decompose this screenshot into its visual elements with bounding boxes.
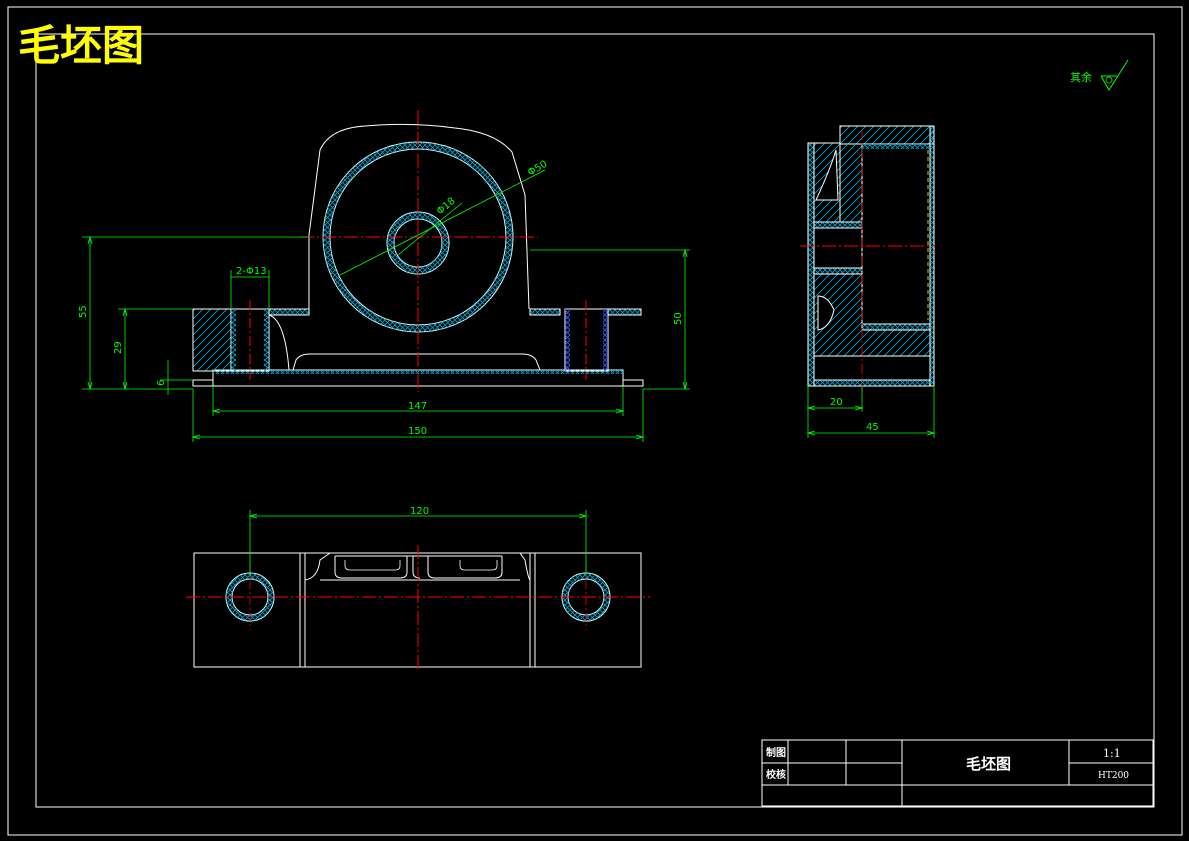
title-block-text: 制图 校核 毛坯图 1:1 HT200	[766, 746, 1129, 781]
svg-text:20: 20	[830, 397, 843, 408]
side-dimensions	[806, 386, 936, 438]
svg-text:29: 29	[113, 341, 124, 354]
surface-finish-symbol: 其余	[1070, 59, 1129, 91]
front-dimension-labels: 55 29 6 50 147 150 2-Φ13 Φ50 Φ18	[78, 159, 684, 437]
dim-hole-spacing: 120	[410, 506, 429, 517]
top-view	[186, 545, 650, 672]
label-drawn: 制图	[766, 746, 786, 759]
svg-text:45: 45	[866, 422, 879, 433]
svg-text:147: 147	[408, 401, 427, 412]
svg-text:6: 6	[156, 380, 167, 386]
front-dimensions	[82, 169, 690, 442]
svg-text:150: 150	[408, 426, 427, 437]
svg-text:Φ18: Φ18	[435, 196, 458, 218]
title-block-scale: 1:1	[1103, 747, 1121, 760]
side-view	[800, 125, 935, 395]
outer-frame	[7, 6, 1183, 836]
top-dimensions	[248, 510, 588, 575]
svg-text:Φ50: Φ50	[526, 159, 549, 179]
svg-text:50: 50	[673, 312, 684, 325]
label-checked: 校核	[766, 768, 786, 781]
title-block-material: HT200	[1098, 771, 1129, 781]
svg-text:55: 55	[78, 305, 89, 318]
side-dimension-labels: 20 45	[830, 397, 879, 433]
inner-frame	[35, 33, 1155, 808]
svg-text:2-Φ13: 2-Φ13	[236, 266, 267, 277]
front-view	[192, 110, 644, 392]
title-block	[761, 739, 1154, 807]
surface-note: 其余	[1070, 70, 1092, 84]
banner-title: 毛坯图	[18, 21, 144, 70]
title-block-title: 毛坯图	[966, 755, 1011, 773]
